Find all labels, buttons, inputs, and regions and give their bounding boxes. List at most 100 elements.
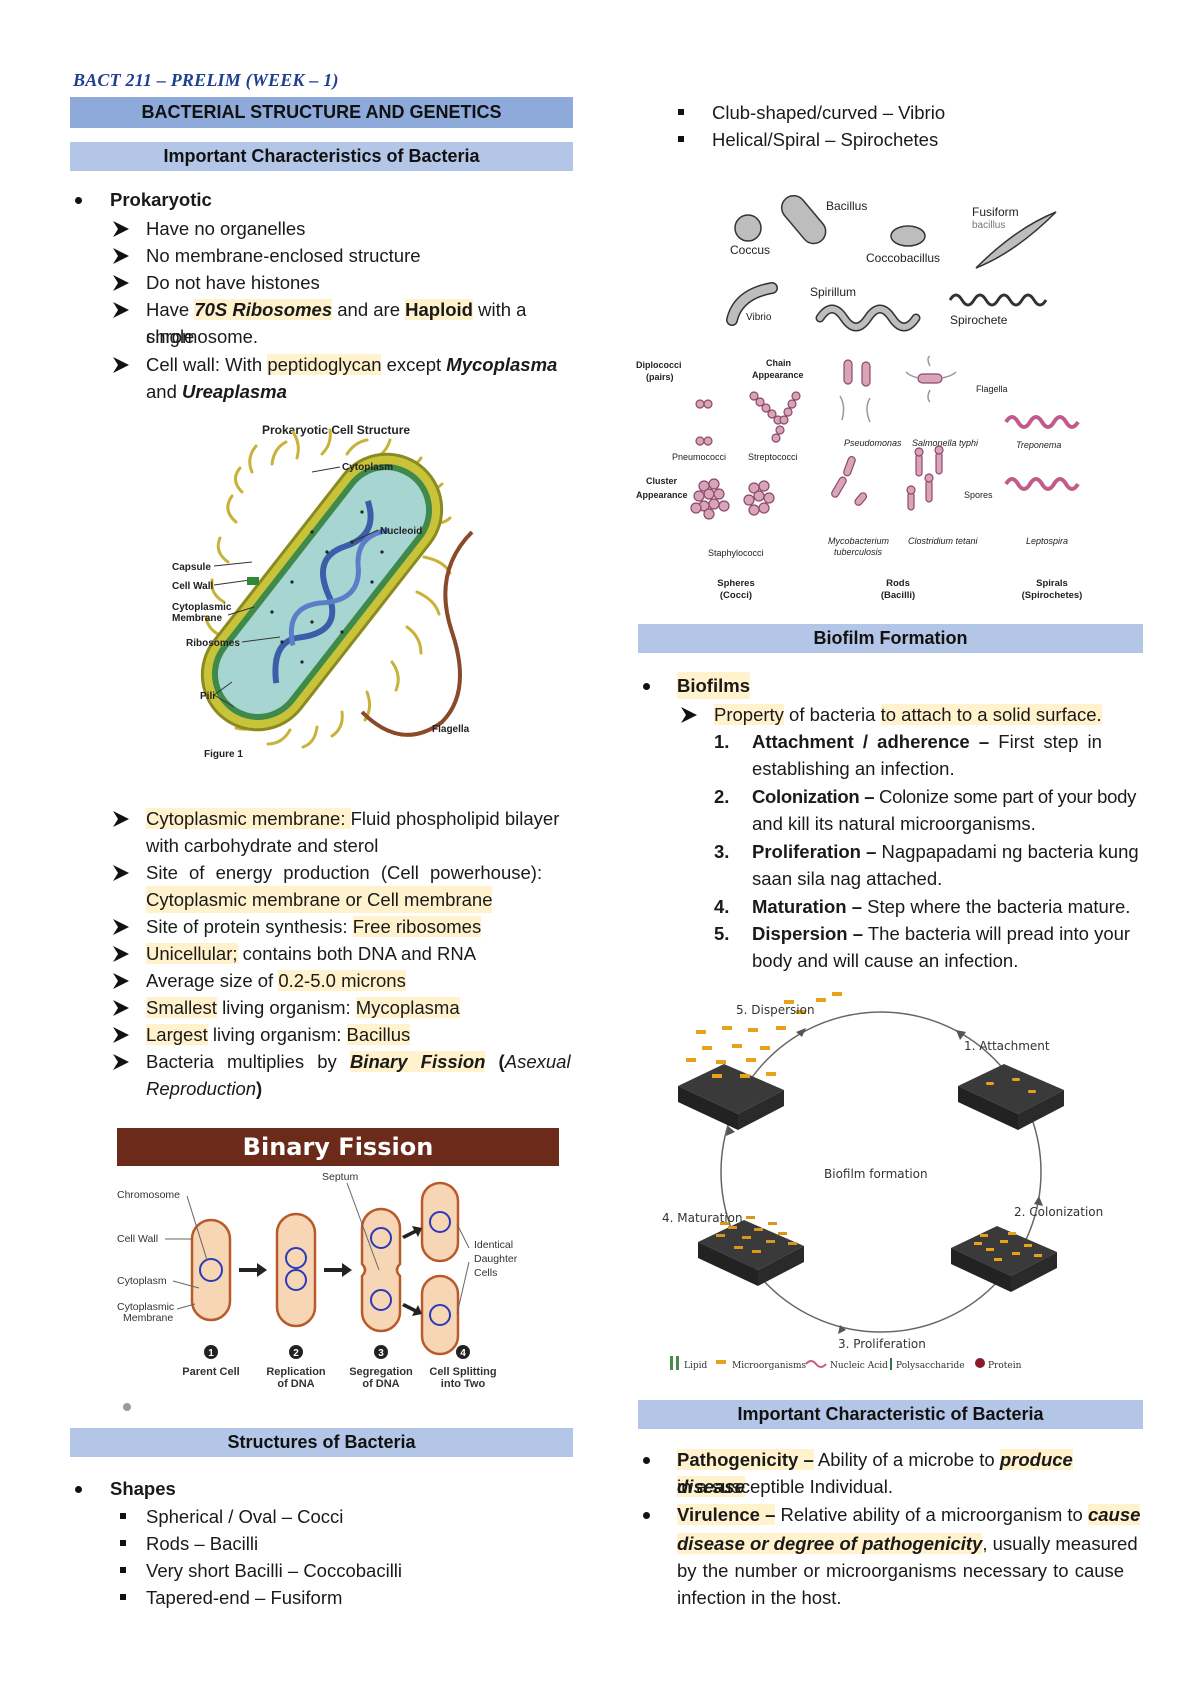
cycle-legend: Lipid Microorganisms Nucleic Acid Polysa…: [670, 1356, 1022, 1371]
info-item-largest: Largest living organism: Bacillus: [146, 1021, 411, 1048]
label-nucleoid: Nucleoid: [380, 526, 422, 537]
step-title: Attachment / adherence –: [752, 731, 990, 752]
label-diplococci-sub: (pairs): [646, 372, 674, 382]
daughter-cell-icon: [420, 1274, 460, 1356]
highlight-haploid: Haploid: [405, 299, 473, 320]
label-chromosome: Chromosome: [117, 1189, 180, 1201]
label-flagella: Flagella: [976, 384, 1008, 394]
biofilm-step: Proliferation – Nagpapadami ng bacteria …: [752, 838, 1142, 865]
label-pneumococci: Pneumococci: [672, 452, 726, 462]
salmonella-icon: [917, 373, 943, 384]
daughter-cell-icon: [420, 1181, 460, 1263]
shapes-heading: Shapes: [110, 1478, 176, 1499]
label-treponema: Treponema: [1016, 440, 1061, 450]
square-bullet: [120, 1513, 126, 1519]
text-span: except: [381, 354, 447, 375]
label-chain-sub: Appearance: [752, 370, 804, 380]
bullet-dot: [643, 1512, 650, 1519]
arrow-bullet-icon: [113, 302, 129, 318]
biofilm-step-cont: establishing an infection.: [752, 758, 955, 779]
label-ribosomes: Ribosomes: [186, 638, 240, 649]
stage-dispersion: 5. Dispersion: [736, 1003, 815, 1017]
arrow-bullet-icon: [113, 919, 129, 935]
label-rods: Rods: [886, 578, 910, 589]
spirillum-icon: [817, 306, 919, 330]
label-identical: Identical: [474, 1239, 513, 1251]
text-span: Have: [146, 299, 195, 320]
label-tuberculosis: tuberculosis: [834, 547, 883, 557]
highlight-term: Cytoplasmic membrane:: [146, 808, 351, 829]
vibrio-icon: [727, 283, 777, 325]
prokaryotic-item: No membrane-enclosed structure: [146, 245, 421, 266]
label-membrane: Membrane: [123, 1312, 173, 1324]
text-span: contains both DNA and RNA: [237, 943, 477, 964]
label-coccus: Coccus: [730, 243, 770, 257]
biofilm-property: Property of bacteria to attach to a soli…: [714, 701, 1102, 728]
prokaryotic-item-cellwall: Cell wall: With peptidoglycan except Myc…: [146, 351, 557, 378]
highlight-term: to attach to a solid surface.: [880, 704, 1102, 725]
coccus-icon: [734, 214, 762, 242]
pathogenicity-definition: Pathogenicity – Ability of a microbe to …: [677, 1446, 1143, 1500]
label-staphylococci: Staphylococci: [708, 548, 764, 558]
arrow-bullet-icon: [113, 221, 129, 237]
prokaryotic-item: Do not have histones: [146, 272, 320, 293]
definition-cont: by the number or microorganisms necessar…: [677, 1560, 1125, 1581]
text-span: Nagpapadami ng bacteria kung: [876, 841, 1139, 862]
parent-cell-icon: [190, 1218, 232, 1322]
mycoplasma-term: Mycoplasma: [446, 354, 558, 375]
bacteria-shapes-figure: Coccus Bacillus Coccobacillus Fusiform b…: [718, 170, 1058, 340]
text-span: living organism:: [207, 1024, 347, 1045]
highlight-term: Largest: [146, 1024, 208, 1045]
virulence-definition: Virulence – Relative ability of a microo…: [677, 1501, 1143, 1528]
stage-maturation: 4. Maturation: [662, 1211, 743, 1225]
streptococci-icon: [749, 391, 801, 443]
biofilm-step-cont: body and will cause an infection.: [752, 950, 1019, 971]
step-label: Replication: [266, 1366, 326, 1378]
surface-tile-icon: [958, 1064, 1064, 1130]
binary-fission-title: Binary Fission: [243, 1133, 434, 1161]
bullet-dot: [75, 1486, 82, 1493]
step-title: Dispersion –: [752, 923, 864, 944]
label-cytoplasmic: Cytoplasmic: [117, 1301, 174, 1313]
label-daughter: Daughter: [474, 1253, 518, 1265]
label-septum: Septum: [322, 1171, 358, 1183]
biofilm-step: Dispersion – The bacteria will pread int…: [752, 920, 1142, 947]
arrow-bullet-icon: [113, 865, 129, 881]
shape-item: Helical/Spiral – Spirochetes: [712, 129, 939, 150]
cell-wall-patch-icon: [247, 577, 259, 585]
label-membrane: Membrane: [172, 613, 222, 624]
shape-item: Spherical / Oval – Cocci: [146, 1506, 344, 1527]
text-span: living organism:: [216, 997, 356, 1018]
text-span: Step where the bacteria mature.: [861, 896, 1131, 917]
clostridium-icon: [906, 445, 944, 511]
stage-proliferation: 3. Proliferation: [838, 1337, 926, 1351]
label-cocci: (Cocci): [720, 590, 752, 601]
dispersing-bacteria-icon: [686, 992, 842, 1078]
label-bacillus: Bacillus: [826, 199, 867, 213]
text-span: and are: [332, 299, 406, 320]
cycle-ring: [720, 1011, 1042, 1333]
legend-lipid: Lipid: [684, 1361, 707, 1371]
text-span: Reproduction: [146, 1078, 257, 1099]
info-item-energy: Site of energy production (Cell powerhou…: [146, 862, 543, 883]
figure-title: Prokaryotic Cell Structure: [262, 423, 410, 437]
definition-cont: in a susceptible Individual.: [677, 1476, 893, 1497]
flagellum-icon: [360, 530, 474, 737]
legend-polysaccharide: Polysaccharide: [896, 1361, 965, 1371]
info-item-smallest: Smallest living organism: Mycoplasma: [146, 994, 460, 1021]
label-spirochete: Spirochete: [950, 313, 1008, 327]
bacillus-icon: [780, 194, 827, 245]
highlight-term: Free ribosomes: [352, 916, 482, 937]
text-span: Ability of a microbe to: [813, 1449, 1000, 1470]
text-span: (: [485, 1051, 505, 1072]
biofilm-step-cont: saan sila nag attached.: [752, 868, 943, 889]
section-banner-structures: Structures of Bacteria: [70, 1428, 573, 1457]
square-bullet: [120, 1594, 126, 1600]
text-span: Site of protein synthesis:: [146, 916, 353, 937]
surface-tile-icon: [951, 1226, 1057, 1292]
prokaryotic-item-ribosomes: Have 70S Ribosomes and are Haploid with …: [146, 296, 571, 350]
shape-item: Very short Bacilli – Coccobacilli: [146, 1560, 403, 1581]
shape-item: Club-shaped/curved – Vibrio: [712, 102, 946, 123]
label-vibrio: Vibrio: [746, 312, 772, 323]
